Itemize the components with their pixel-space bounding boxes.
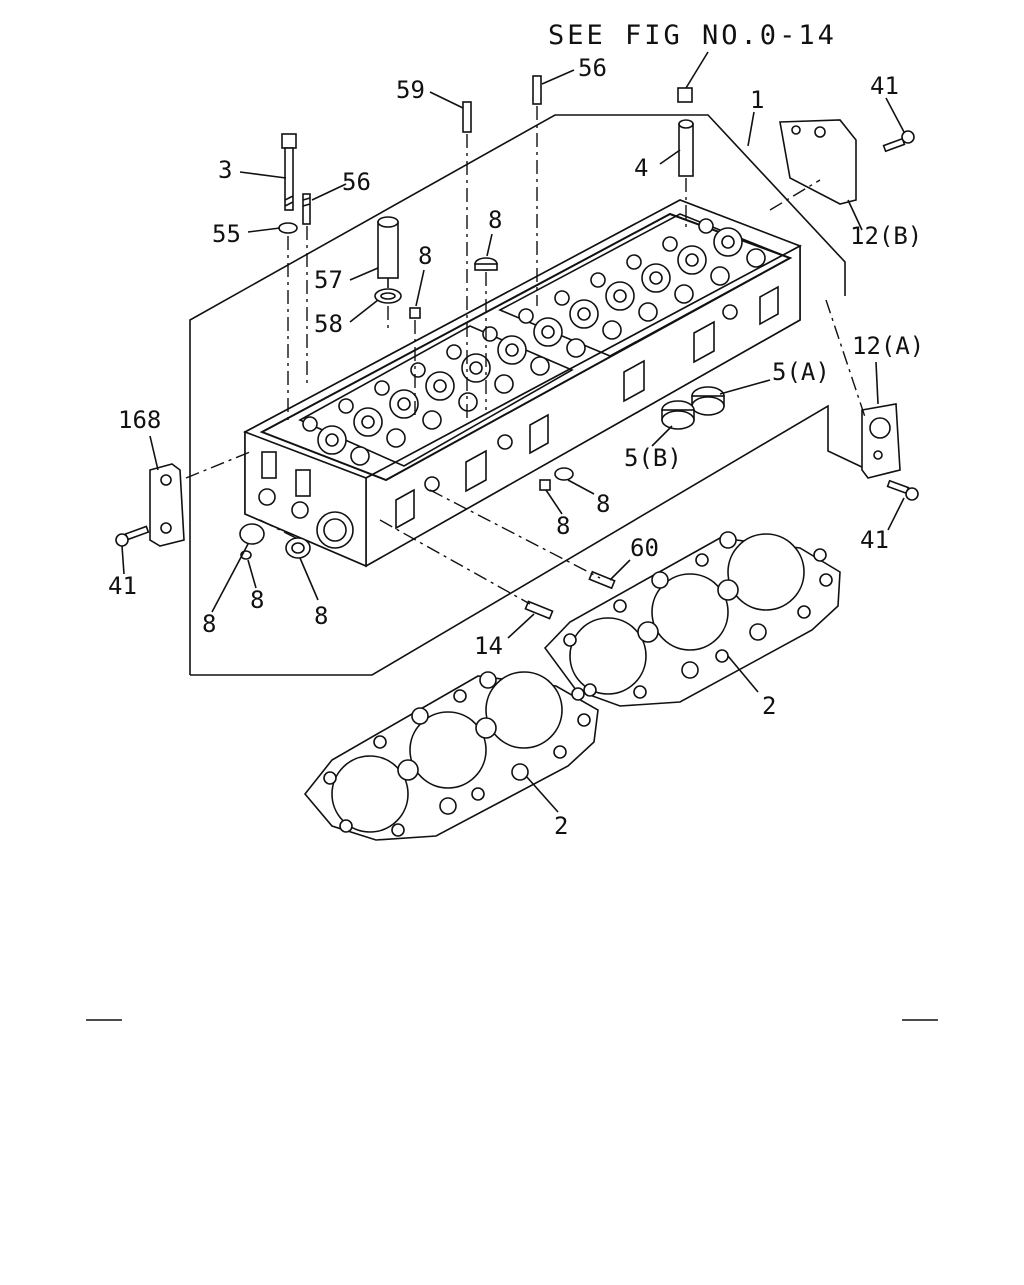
callout-41-top: 41 [870,72,899,100]
stud-56-top [532,75,542,105]
stud-59 [462,101,472,133]
callout-labels: 1 2 2 3 4 5(A) 5(B) 8 8 8 8 8 8 8 12(A) … [108,54,924,840]
bracket-12b [779,119,857,205]
callout-8-top: 8 [488,206,502,234]
callout-56-left: 56 [342,168,371,196]
callout-8-right: 8 [596,490,610,518]
front-face-ports [258,451,354,549]
plug-8-front [239,523,311,560]
head-gasket-upper [543,531,841,707]
side-ports [395,285,779,530]
callout-12a: 12(A) [852,332,924,360]
assembly-frame-bottom [190,404,865,676]
assembly-frame [189,114,846,675]
plug-8-right [539,467,574,491]
bracket-168 [149,463,185,547]
callout-60: 60 [630,534,659,562]
callout-8-front-a: 8 [202,610,216,638]
leader-lines [121,51,905,813]
cylinder-head [243,199,802,568]
callout-57: 57 [314,266,343,294]
callout-8-front-c: 8 [314,602,328,630]
seal-5a [691,386,725,416]
plug-8-top [474,257,498,271]
callout-41-left: 41 [108,572,137,600]
callout-168: 168 [118,406,161,434]
callout-8-mid: 8 [556,512,570,540]
washer-55 [278,222,298,234]
callout-5b: 5(B) [624,444,682,472]
seal-58 [374,288,402,304]
assembly-lines [185,106,867,605]
callout-3: 3 [218,156,232,184]
callout-12b: 12(B) [850,222,922,250]
bolt-41-left [115,525,150,547]
sleeve-57 [377,216,399,288]
callout-1: 1 [750,86,764,114]
stud-56-left [302,193,311,225]
callout-56-top: 56 [578,54,607,82]
bolt-3 [281,133,297,211]
bolt-41-right [886,479,919,501]
callout-59: 59 [396,76,425,104]
reference-note: SEE FIG NO.0-14 [548,20,837,51]
bracket-12a [861,403,901,479]
callout-4: 4 [634,154,648,182]
callout-14: 14 [474,632,503,660]
head-gasket-lower [303,671,599,841]
callout-8-front-b: 8 [250,586,264,614]
callout-5a: 5(A) [772,358,830,386]
seal-5b [661,400,695,430]
callout-2-upper: 2 [762,692,776,720]
plug-8-small [409,307,421,319]
callout-55: 55 [212,220,241,248]
callout-8-small: 8 [418,242,432,270]
callout-58: 58 [314,310,343,338]
stud-14 [524,600,554,620]
valve-area [259,212,793,482]
callout-2-lower: 2 [554,812,568,840]
nozzle-sleeve-4 [677,87,694,177]
bolt-41-top [882,130,915,153]
stud-60 [588,570,616,590]
callout-41-right: 41 [860,526,889,554]
